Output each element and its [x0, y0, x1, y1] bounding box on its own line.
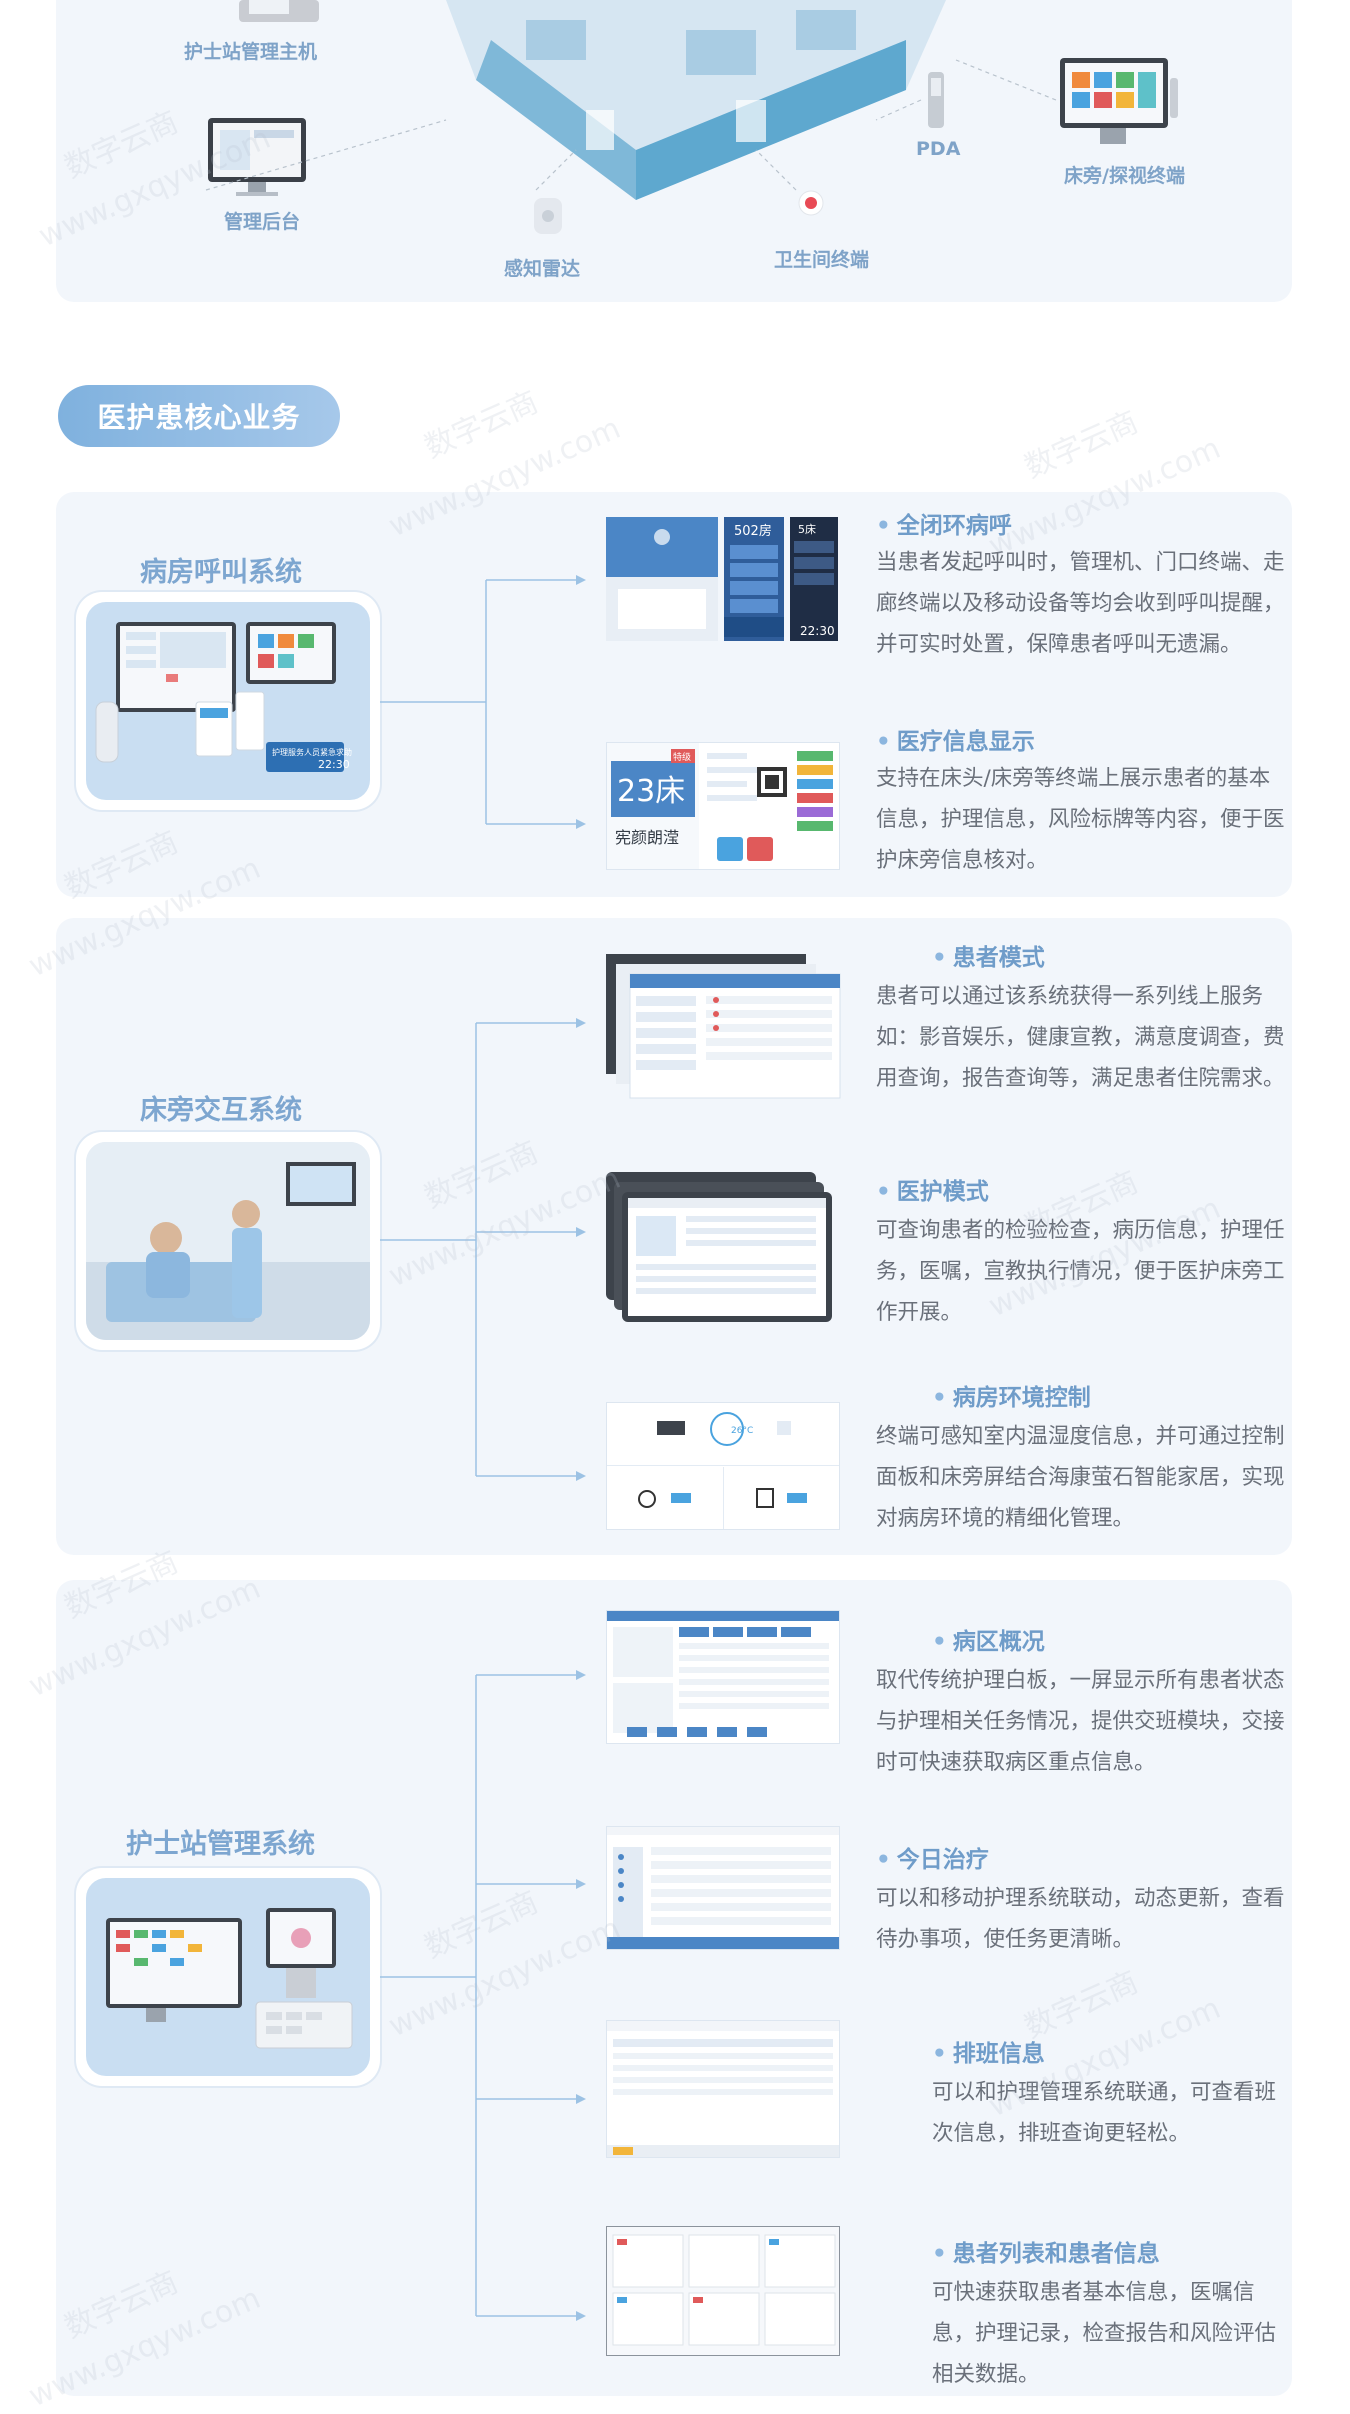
today-treatment-thumb [606, 1826, 840, 1950]
feature-title: •医护模式 [876, 1179, 989, 1205]
environment-control-thumb: 26°C [606, 1402, 840, 1530]
system-image-card [76, 1868, 380, 2086]
topology-panel: 护士站管理主机 管理后台 感知雷达 卫生间终端 PDA 床旁/探视终端 [56, 0, 1292, 302]
ward-call-connectors [380, 575, 586, 829]
time-text: 22:30 [800, 624, 835, 638]
nurse-station-panel: 护士站管理系统 [56, 1580, 1292, 2396]
nurse-host-device [234, 0, 324, 28]
call-screens-thumb: 502房 5床 22:30 [606, 517, 838, 641]
pda-label: PDA [916, 138, 961, 160]
feature-text: 可快速获取患者基本信息，医嘱信息，护理记录，检查报告和风险评估相关数据。 [932, 2280, 1277, 2387]
nurse-station-devices-illustration [106, 1908, 353, 2049]
admin-backend-label: 管理后台 [224, 211, 301, 233]
bed-card-tag: 特级 [673, 751, 691, 763]
system-title: 床旁交互系统 [140, 1095, 302, 1126]
temperature-text: 26°C [731, 1426, 753, 1436]
feature-text: 可以和护理管理系统联通，可查看班次信息，排班查询更轻松。 [932, 2080, 1277, 2146]
room-number-text: 502房 [734, 523, 772, 539]
system-image-card: 护理服务人员紧急求助 22:30 [76, 592, 380, 810]
feature-text: 终端可感知室内温湿度信息，并可通过控制面板和床旁屏结合海康萤石智能家居，实现对病… [876, 1424, 1285, 1531]
feature-text: 取代传统护理白板，一屏显示所有患者状态与护理相关任务情况，提供交班模块，交接时可… [876, 1668, 1285, 1775]
section-title-pill: 医护患核心业务 [58, 385, 340, 447]
device-alert-text: 护理服务人员紧急求助 [272, 747, 352, 757]
feature-text: 可以和移动护理系统联动，动态更新，查看待办事项，使任务更清晰。 [876, 1886, 1285, 1952]
nurse-host-label: 护士站管理主机 [184, 41, 318, 63]
topology-connectors [205, 59, 1057, 191]
system-title: 病房呼叫系统 [140, 557, 302, 588]
patient-list-thumb [606, 2226, 840, 2356]
system-title: 护士站管理系统 [126, 1829, 315, 1860]
medical-mode-thumb [606, 1172, 838, 1330]
feature-title: •全闭环病呼 [876, 513, 1012, 539]
system-image-card [76, 1132, 380, 1350]
bed-card-number: 23床 [617, 774, 685, 809]
bathroom-terminal-icon [796, 188, 826, 222]
feature-text: 当患者发起呼叫时，管理机、门口终端、走廊终端以及移动设备等均会收到呼叫提醒，并可… [876, 550, 1285, 657]
bedside-interaction-panel: 床旁交互系统 [56, 918, 1292, 1555]
ward-illustration [436, 0, 956, 210]
feature-title: •排班信息 [932, 2041, 1045, 2067]
ward-call-system-panel: 病房呼叫系统 护理服务人员紧急求助 22:30 [56, 492, 1292, 897]
feature-title: •病房环境控制 [932, 1385, 1091, 1411]
bedside-terminal-label: 床旁/探视终端 [1064, 165, 1185, 187]
admin-monitor-icon [208, 118, 306, 202]
bedside-photo-illustration [86, 1142, 370, 1340]
watermark: 数字云商 [1019, 404, 1144, 486]
watermark: 数字云商 [419, 384, 544, 466]
feature-text: 患者可以通过该系统获得一系列线上服务如：影音娱乐，健康宣教，满意度调查，费用查询… [876, 984, 1285, 1091]
bedside-terminal-icon [1060, 58, 1180, 152]
feature-title: •今日治疗 [876, 1847, 989, 1873]
feature-text: 支持在床头/床旁等终端上展示患者的基本信息，护理信息，风险标牌等内容，便于医护床… [876, 766, 1285, 873]
feature-text: 可查询患者的检验检查，病历信息，护理任务，医嘱，宣教执行情况，便于医护床旁工作开… [876, 1218, 1285, 1325]
feature-title: •患者列表和患者信息 [932, 2241, 1160, 2267]
bathroom-terminal-label: 卫生间终端 [774, 249, 870, 271]
pda-icon [921, 72, 951, 136]
bed-card-name: 宪颜朗滢 [615, 828, 679, 847]
schedule-thumb [606, 2020, 840, 2158]
bed-card-thumb: 23床 特级 宪颜朗滢 [606, 742, 840, 870]
radar-label: 感知雷达 [504, 258, 581, 280]
ward-call-devices-illustration: 护理服务人员紧急求助 22:30 [95, 622, 352, 772]
ward-overview-thumb [606, 1610, 840, 1744]
nurse-station-connectors [380, 1670, 586, 2321]
bedside-connectors [380, 1018, 586, 1481]
bed-number-text: 5床 [798, 522, 816, 536]
feature-title: •医疗信息显示 [876, 729, 1035, 755]
feature-title: •患者模式 [932, 945, 1045, 971]
patient-mode-thumb [606, 954, 844, 1102]
radar-icon [524, 190, 572, 244]
device-time-text: 22:30 [318, 758, 350, 771]
feature-title: •病区概况 [932, 1629, 1045, 1655]
